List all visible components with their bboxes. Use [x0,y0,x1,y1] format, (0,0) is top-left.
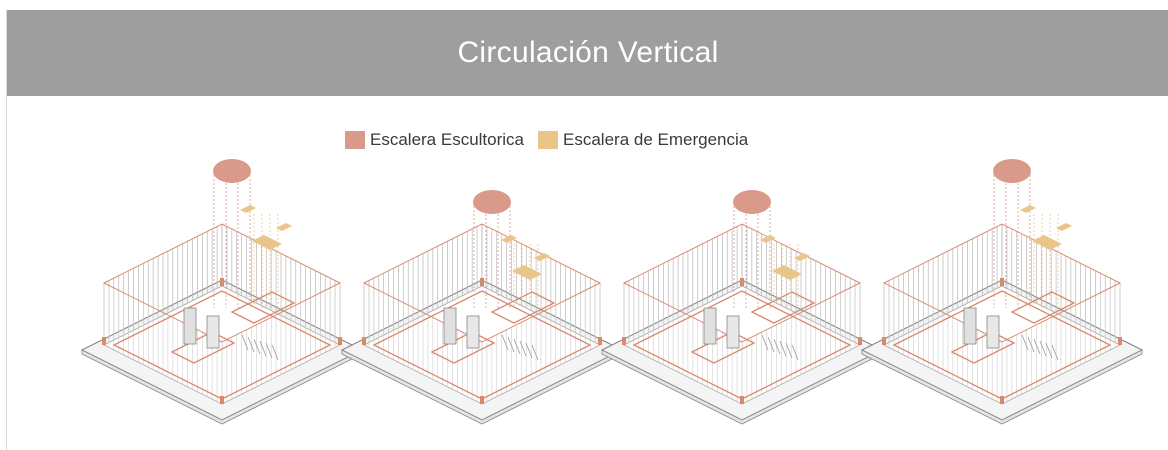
corner-column [882,337,886,345]
furniture-line [767,336,775,353]
legend-swatch-escultorica [345,131,365,149]
furniture-line [513,338,521,355]
core-block-lower [690,331,756,364]
interior-column [466,315,480,349]
roof-outline [622,223,862,343]
title-bar: Circulación Vertical [7,10,1168,96]
roof-outline [882,223,1122,343]
corner-column [220,396,224,404]
furniture-line [761,334,769,351]
legend-swatch-emergencia [538,131,559,149]
building-model-2 [340,190,624,425]
corner-column [740,278,744,286]
core-block-lower [170,331,236,364]
escalera-escultorica-symbol [733,190,771,214]
escalera-emergencia-symbol [1032,235,1062,250]
legend-label-escultorica: Escalera Escultorica [370,130,525,149]
legend-item-emergencia: Escalera de Emergencia [538,130,748,150]
sculptural-stair-column [443,307,457,345]
furniture-line [785,342,793,359]
furniture-line [271,344,279,361]
corner-column [1000,278,1004,286]
interior-column [986,315,1000,349]
furniture-line [1039,340,1047,357]
corner-column [598,337,602,345]
corner-column [1000,396,1004,404]
furniture-line [1021,334,1029,351]
furniture-line [519,340,527,357]
sculptural-stair-column [703,307,717,345]
furniture-line [253,338,261,355]
corner-column [622,337,626,345]
furniture-line [265,342,273,359]
sculptural-stair-column [963,307,977,345]
escalera-emergencia-symbol [772,265,802,280]
facade-fins [883,224,1121,404]
escalera-escultorica-symbol [213,159,251,183]
sculptural-stair-column [183,307,197,345]
corner-column [480,396,484,404]
legend: Escalera Escultorica Escalera de Emergen… [345,130,748,150]
escalera-emergencia-symbol [1056,223,1072,231]
building-model-3 [600,190,884,425]
facade-fins [103,224,341,404]
corner-column [220,278,224,286]
axonometric-diagrams [80,159,1144,425]
core-block-emergency [750,291,816,324]
corner-column [362,337,366,345]
slide-frame: Circulación Vertical Escalera Escultoric… [6,10,1168,450]
escalera-emergencia-symbol [240,205,256,213]
legend-item-escultorica: Escalera Escultorica [345,130,524,150]
building-model-4 [860,159,1144,425]
core-block-lower [430,331,496,364]
furniture-line [247,336,255,353]
escalera-emergencia-symbol [794,253,810,261]
roof-outline [102,223,342,343]
furniture-line [1027,336,1035,353]
escalera-escultorica-symbol [473,190,511,214]
furniture-line [259,340,267,357]
furniture-line [1033,338,1041,355]
escalera-emergencia-symbol [276,223,292,231]
core-block-lower [950,331,1016,364]
furniture-line [531,344,539,361]
escalera-emergencia-symbol [501,235,517,243]
page-title: Circulación Vertical [457,36,719,69]
furniture-line [525,342,533,359]
furniture-line [773,338,781,355]
escalera-emergencia-symbol [252,235,282,250]
interior-column [206,315,220,349]
building-model-1 [80,159,364,425]
corner-column [740,396,744,404]
core-block-emergency [1010,291,1076,324]
roof-outline [362,223,602,343]
escalera-emergencia-symbol [512,265,542,280]
corner-column [1118,337,1122,345]
furniture-line [779,340,787,357]
corner-column [338,337,342,345]
core-block-emergency [490,291,556,324]
corner-column [858,337,862,345]
facade-fins [623,224,861,404]
escalera-emergencia-symbol [1020,205,1036,213]
escalera-escultorica-symbol [993,159,1031,183]
furniture-line [1051,344,1059,361]
corner-column [102,337,106,345]
legend-label-emergencia: Escalera de Emergencia [563,130,749,149]
furniture-line [241,334,249,351]
furniture-line [501,334,509,351]
escalera-emergencia-symbol [534,253,550,261]
core-block-emergency [230,291,296,324]
platform-edge [861,349,1143,425]
furniture-line [507,336,515,353]
corner-column [480,278,484,286]
escalera-emergencia-symbol [760,235,776,243]
furniture-line [791,344,799,361]
interior-column [726,315,740,349]
furniture-line [1045,342,1053,359]
